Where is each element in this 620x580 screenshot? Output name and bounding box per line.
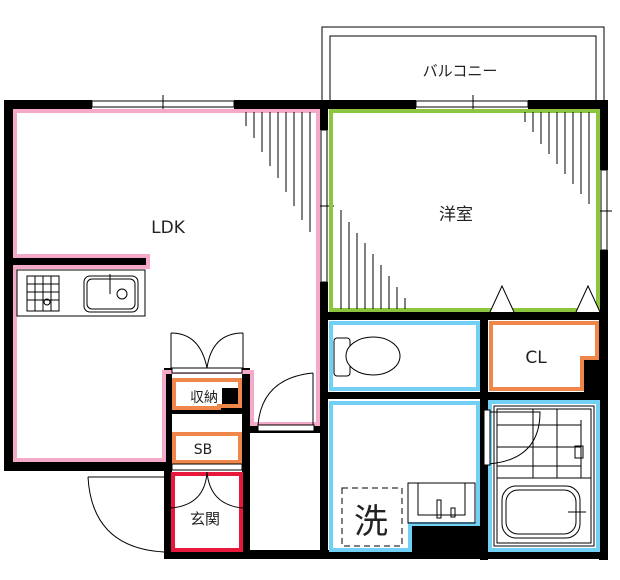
western-room-outline — [329, 109, 600, 312]
bathroom-outline — [488, 400, 600, 552]
washer-area — [341, 487, 403, 547]
storage-outline — [172, 378, 242, 410]
shoe-box-outline — [172, 432, 242, 464]
balcony-label: バルコニー — [423, 62, 498, 80]
basin-icon — [407, 482, 476, 524]
storage-doors — [170, 332, 244, 509]
entry-doors — [87, 372, 315, 553]
closet-label: CL — [525, 348, 547, 368]
ldk-outline — [13, 109, 320, 462]
closet-outline — [489, 321, 599, 391]
kitchen-counter — [16, 269, 146, 317]
storage-label: 収納 — [190, 390, 218, 406]
ldk-label: LDK — [151, 218, 186, 238]
washer-label: 洗 — [354, 502, 388, 542]
toilet-icon — [333, 336, 401, 377]
toilet-room-outline — [329, 321, 480, 391]
windows — [91, 95, 612, 283]
western-room-label: 洋室 — [439, 205, 473, 225]
entrance-label: 玄関 — [190, 510, 220, 528]
closet-doors — [489, 284, 601, 313]
sliding-door — [330, 393, 480, 398]
washroom-outline — [329, 401, 480, 552]
shoe-box-label: SB — [194, 442, 213, 458]
bathroom-fixtures — [487, 405, 595, 547]
hatching — [245, 112, 590, 309]
outer-walls — [4, 100, 608, 560]
sink-icon — [83, 275, 139, 313]
